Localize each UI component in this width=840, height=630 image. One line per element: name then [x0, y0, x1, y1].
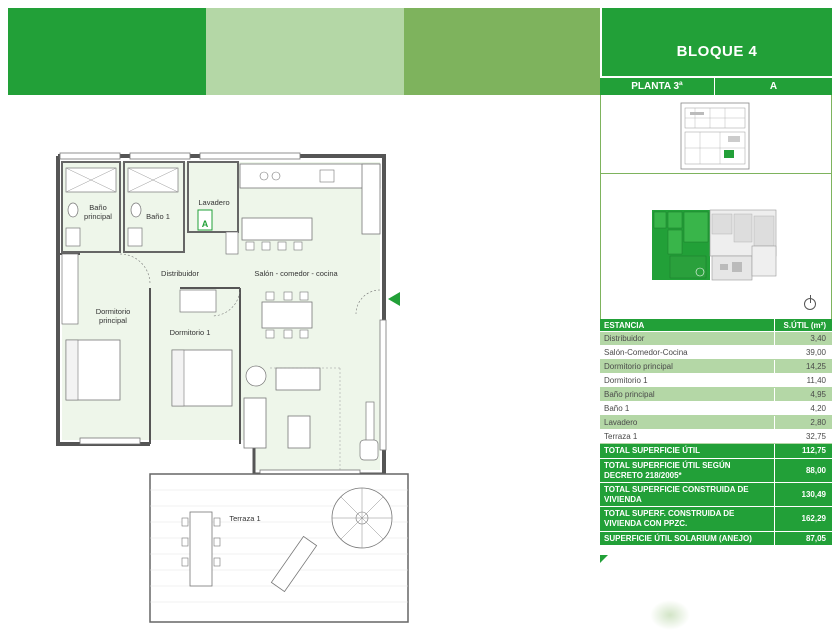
table-corner-accent	[600, 555, 608, 563]
planta-label: PLANTA 3ª	[600, 78, 715, 95]
table-header: ESTANCIA S.ÚTIL (m²)	[600, 319, 832, 332]
row-value: 4,20	[774, 402, 832, 415]
total-row: TOTAL SUPERFICIE ÚTIL SEGÚN DECRETO 218/…	[600, 459, 832, 483]
tipo-label: A	[769, 81, 778, 92]
row-name: Distribuidor	[604, 334, 645, 343]
row-value: 3,40	[774, 332, 832, 345]
col-sutil: S.ÚTIL (m²)	[774, 319, 832, 331]
label-tag-a: A	[201, 219, 209, 229]
row-name: Lavadero	[604, 418, 638, 427]
total-row: TOTAL SUPERFICIE ÚTIL 112,75	[600, 444, 832, 459]
table-row: Dormitorio principal 14,25	[600, 360, 832, 374]
total-value: 162,29	[774, 507, 832, 531]
row-name: Dormitorio principal	[604, 362, 673, 371]
row-value: 14,25	[774, 360, 832, 373]
row-name: Baño 1	[604, 404, 630, 413]
label-terraza-1: Terraza 1	[229, 514, 261, 523]
table-row: Baño principal 4,95	[600, 388, 832, 402]
row-value: 4,95	[774, 388, 832, 401]
surface-table: ESTANCIA S.ÚTIL (m²) Distribuidor 3,40 S…	[600, 319, 832, 546]
label-bano-1: Baño 1	[146, 212, 170, 221]
total-row: TOTAL SUPERFICIE CONSTRUIDA DE VIVIENDA …	[600, 483, 832, 507]
header-band-light	[206, 8, 404, 95]
floor-plan-drawing	[56, 152, 409, 623]
total-name: TOTAL SUPERFICIE ÚTIL SEGÚN DECRETO 218/…	[604, 460, 731, 480]
total-name: SUPERFICIE ÚTIL SOLARIUM (ANEJO)	[604, 533, 752, 543]
row-value: 32,75	[774, 430, 832, 443]
total-value: 112,75	[774, 444, 832, 458]
total-name: TOTAL SUPERF. CONSTRUIDA DE VIVIENDA CON…	[604, 509, 735, 528]
site-key-plan	[680, 102, 750, 170]
row-value: 39,00	[774, 346, 832, 359]
label-distribuidor: Distribuidor	[161, 269, 199, 278]
row-name: Baño principal	[604, 390, 655, 399]
table-row: Salón-Comedor-Cocina 39,00	[600, 346, 832, 360]
header-band-mid	[404, 8, 600, 95]
label-dormitorio-principal: Dormitorio principal	[95, 307, 131, 325]
row-value: 2,80	[774, 416, 832, 429]
row-name: Terraza 1	[604, 432, 638, 441]
col-estancia: ESTANCIA	[604, 321, 645, 330]
label-lavadero: Lavadero	[198, 198, 230, 207]
table-row: Dormitorio 1 11,40	[600, 374, 832, 388]
north-compass-icon	[804, 295, 816, 310]
total-name: TOTAL SUPERFICIE CONSTRUIDA DE VIVIENDA	[604, 484, 749, 504]
total-value: 130,49	[774, 483, 832, 506]
decorative-blob	[650, 600, 690, 630]
label-salon-comedor-cocina: Salón - comedor - cocina	[254, 269, 338, 278]
row-name: Dormitorio 1	[604, 376, 648, 385]
total-row: TOTAL SUPERF. CONSTRUIDA DE VIVIENDA CON…	[600, 507, 832, 532]
row-name: Salón-Comedor-Cocina	[604, 348, 688, 357]
panel-divider	[600, 173, 832, 174]
total-name: TOTAL SUPERFICIE ÚTIL	[604, 446, 701, 455]
row-value: 11,40	[774, 374, 832, 387]
label-dormitorio-1: Dormitorio 1	[169, 328, 211, 337]
table-row: Baño 1 4,20	[600, 402, 832, 416]
label-bano-principal: Baño principal	[84, 203, 112, 221]
total-value: 88,00	[774, 459, 832, 482]
total-row: SUPERFICIE ÚTIL SOLARIUM (ANEJO) 87,05	[600, 532, 832, 546]
total-value: 87,05	[774, 532, 832, 545]
table-row: Lavadero 2,80	[600, 416, 832, 430]
table-row: Terraza 1 32,75	[600, 430, 832, 444]
planta-row: PLANTA 3ª A	[600, 76, 832, 95]
header-band-green	[8, 8, 206, 95]
bloque-title: BLOQUE 4	[676, 43, 758, 60]
floor-key-plan	[652, 209, 777, 281]
panel-outline	[600, 95, 832, 321]
table-row: Distribuidor 3,40	[600, 332, 832, 346]
floor-plan: Baño principal Baño 1 Lavadero A Distrib…	[40, 140, 420, 630]
